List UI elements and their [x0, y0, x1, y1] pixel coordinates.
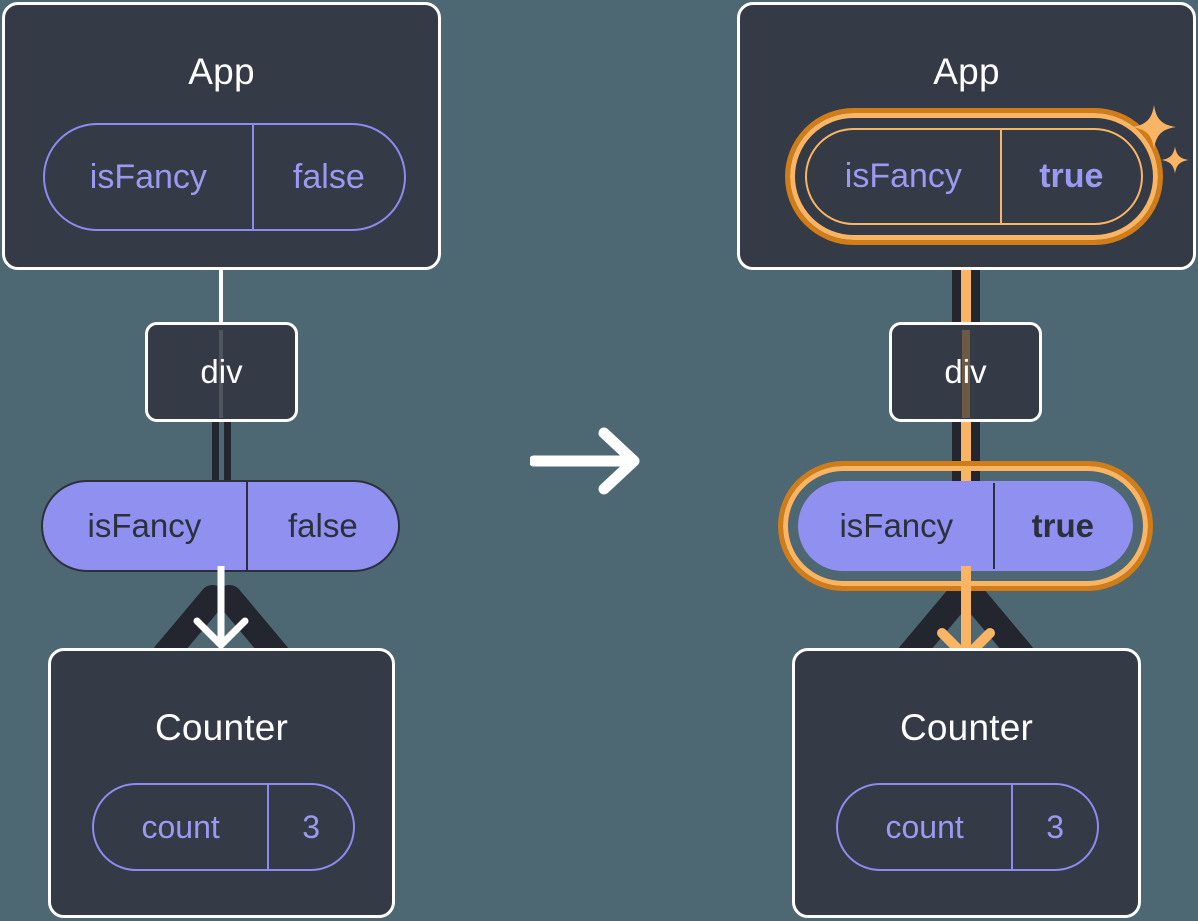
counter-state-value-before: 3: [267, 785, 353, 869]
prop-name-before: isFancy: [87, 507, 202, 544]
counter-state-pill-after: count 3: [836, 783, 1099, 871]
before-panel: App isFancy false div isFancy false Co: [0, 0, 470, 921]
app-title-before: App: [188, 51, 255, 92]
prop-pill-before: isFancy false: [41, 480, 400, 572]
connector-app-to-div-before: [219, 262, 223, 328]
counter-component-box-before: Counter count 3: [48, 648, 395, 918]
prop-value-before: false: [245, 482, 398, 570]
connector-div-to-prop-before-right: [224, 418, 231, 486]
counter-title-before: Counter: [154, 707, 289, 748]
connector-div-to-prop-before-left: [212, 418, 219, 486]
connector-app-to-div-after-left: [952, 225, 961, 328]
app-state-pill-after: isFancy true: [805, 128, 1143, 225]
prop-name-after: isFancy: [839, 507, 954, 544]
app-state-name-after: isFancy: [844, 157, 962, 195]
counter-state-name-after: count: [885, 808, 964, 845]
transition-arrow: [528, 425, 646, 497]
prop-arrow-head-before: [193, 566, 249, 649]
counter-component-box-after: Counter count 3: [792, 648, 1141, 918]
app-component-box-after: App isFancy true: [737, 2, 1196, 270]
prop-value-after: true: [992, 483, 1131, 569]
counter-title-after: Counter: [899, 707, 1034, 748]
app-state-name-before: isFancy: [89, 157, 207, 196]
counter-state-name-before: count: [141, 808, 220, 845]
app-state-value-after: true: [999, 130, 1141, 223]
connector-through-div-before: [219, 330, 223, 418]
connector-through-div-after: [962, 330, 970, 418]
div-label-before: div: [200, 353, 243, 390]
connector-div-to-prop-after-right: [971, 418, 980, 488]
sparkle-small-icon: [1161, 146, 1189, 174]
app-state-value-before: false: [251, 125, 404, 229]
arrow-right-icon: [528, 427, 640, 495]
app-state-pill-before: isFancy false: [43, 123, 406, 231]
app-component-box-before: App isFancy false: [2, 2, 441, 270]
sparkle-large-icon: [1132, 105, 1176, 149]
div-label-after: div: [944, 353, 987, 390]
counter-state-value-after: 3: [1011, 785, 1097, 869]
prop-pill-after: isFancy true: [798, 481, 1133, 571]
connector-app-to-div-after-right: [971, 225, 980, 328]
app-title-after: App: [933, 51, 1000, 92]
connector-div-to-prop-after-core: [961, 418, 971, 488]
counter-state-pill-before: count 3: [92, 783, 355, 871]
connector-div-to-prop-after-left: [952, 418, 961, 488]
